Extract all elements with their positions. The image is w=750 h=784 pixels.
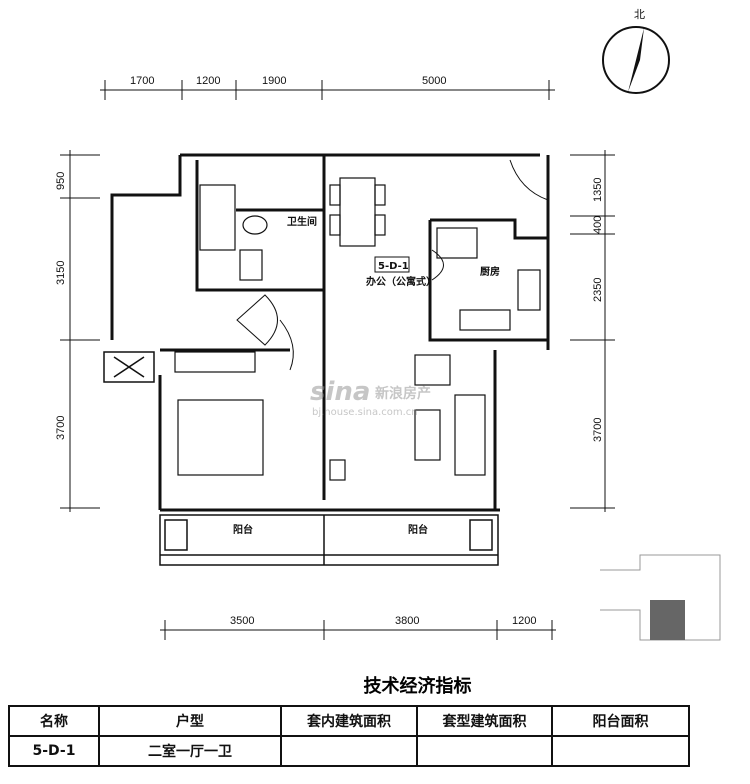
sofa xyxy=(454,394,486,476)
dim-top-4: 5000 xyxy=(422,75,446,87)
header-cell: 套型建筑面积 xyxy=(416,705,553,737)
right-dimensions xyxy=(570,150,615,512)
tech-economic-index-table: 名称 户型 套内建筑面积 套型建筑面积 阳台面积 5-D-1 二室一厅一卫 xyxy=(8,705,690,767)
room-label-bathroom: 卫生间 xyxy=(287,215,317,228)
dim-bottom-1: 3500 xyxy=(230,615,254,627)
table-cell xyxy=(280,735,418,767)
basin xyxy=(239,249,263,281)
table-row: 5-D-1 二室一厅一卫 xyxy=(8,735,690,767)
walls xyxy=(110,153,550,512)
table-title: 技术经济指标 xyxy=(363,676,472,697)
duct xyxy=(103,351,155,383)
dim-bottom-2: 3800 xyxy=(395,615,419,627)
dim-left-2: 3150 xyxy=(55,261,67,285)
table-cell xyxy=(416,735,553,767)
table-cell xyxy=(551,735,690,767)
bed xyxy=(177,399,264,476)
furniture xyxy=(174,177,541,481)
bed-small xyxy=(199,184,236,251)
doors xyxy=(236,159,549,371)
wardrobe xyxy=(174,351,256,373)
dim-top-3: 1900 xyxy=(262,75,286,87)
dim-left-3: 3700 xyxy=(55,416,67,440)
dim-left-1: 950 xyxy=(55,172,67,190)
dim-top-1: 1700 xyxy=(130,75,154,87)
dim-right-3: 2350 xyxy=(592,278,604,302)
header-cell: 套内建筑面积 xyxy=(280,705,418,737)
kitchen-counter xyxy=(436,227,478,259)
bottom-dimensions xyxy=(160,620,556,640)
armchair xyxy=(414,354,451,386)
room-label-balcony-right: 阳台 xyxy=(408,523,428,536)
room-label-kitchen: 厨房 xyxy=(480,265,500,278)
table-header-row: 名称 户型 套内建筑面积 套型建筑面积 阳台面积 xyxy=(8,705,690,737)
dim-bottom-3: 1200 xyxy=(512,615,536,627)
header-cell: 户型 xyxy=(98,705,282,737)
dim-right-1: 1350 xyxy=(592,178,604,202)
sink xyxy=(459,309,511,331)
dim-right-2: 400 xyxy=(592,216,604,234)
dim-top-2: 1200 xyxy=(196,75,220,87)
north-arrow-icon xyxy=(628,28,644,92)
balcony xyxy=(159,514,499,566)
header-cell: 名称 xyxy=(8,705,100,737)
left-dimensions xyxy=(60,150,100,512)
header-cell: 阳台面积 xyxy=(551,705,690,737)
coffee-table xyxy=(414,409,441,461)
room-label-unit-use: 办公（公寓式） xyxy=(366,275,436,288)
dining-table xyxy=(339,177,376,247)
key-plan xyxy=(600,554,721,641)
unit-code-label: 5-D-1 xyxy=(378,261,409,272)
dim-right-4: 3700 xyxy=(592,418,604,442)
watermark-brand-cn: 新浪房产 xyxy=(375,385,431,402)
north-compass: 北 xyxy=(602,8,670,94)
watermark-url: bj.house.sina.com.cn xyxy=(312,407,418,418)
room-label-balcony-left: 阳台 xyxy=(233,523,253,536)
toilet xyxy=(242,215,268,235)
stove xyxy=(517,269,541,311)
watermark-brand: sina xyxy=(310,377,370,407)
table-cell: 二室一厅一卫 xyxy=(98,735,282,767)
table-cell: 5-D-1 xyxy=(8,735,100,767)
top-dimensions xyxy=(100,80,555,100)
north-label: 北 xyxy=(634,8,645,21)
